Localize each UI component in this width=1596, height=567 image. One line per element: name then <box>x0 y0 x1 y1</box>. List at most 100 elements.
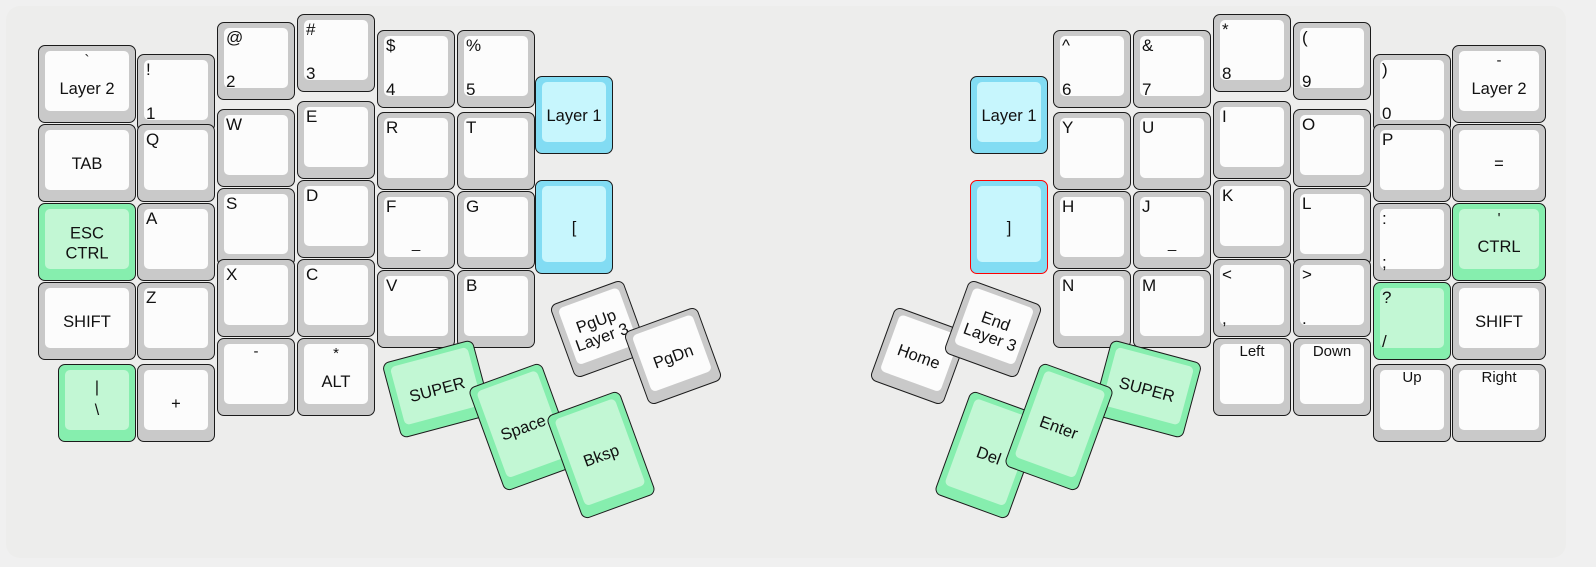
key-l-c6-r4[interactable]: B <box>457 270 535 348</box>
key-l-c4-r5[interactable]: *ALT <box>297 338 375 416</box>
key-l-c6-r2[interactable]: T <box>457 112 535 190</box>
key-r-c5-r4[interactable]: >. <box>1293 259 1371 337</box>
key-legend-primary: = <box>1494 154 1504 173</box>
key-r-c7-r4[interactable]: SHIFT <box>1452 282 1546 360</box>
key-r-c3-r1[interactable]: &7 <box>1133 30 1211 108</box>
key-legend-primary: - <box>253 343 259 360</box>
key-legend-primary: A <box>146 209 158 228</box>
keycap-surface <box>65 370 129 430</box>
key-l-c3-r5[interactable]: - <box>217 338 295 416</box>
key-r-c2-r4[interactable]: N <box>1053 270 1131 348</box>
key-legend-shifted: - <box>1496 52 1502 69</box>
key-r-c7-r3[interactable]: 'CTRL <box>1452 203 1546 281</box>
key-l-c3-r2[interactable]: W <box>217 109 295 187</box>
key-legend-primary: Z <box>146 288 157 307</box>
key-legend-primary: K <box>1222 186 1234 205</box>
keycap-surface <box>144 130 208 190</box>
key-l-c4-r2[interactable]: E <box>297 101 375 179</box>
key-l-c4-r4[interactable]: C <box>297 259 375 337</box>
keycap-surface <box>304 20 368 80</box>
key-legend-primary: Y <box>1062 118 1074 137</box>
key-l-c5-r1[interactable]: $4 <box>377 30 455 108</box>
key-l-c4-r1[interactable]: #3 <box>297 14 375 92</box>
keycap-surface <box>384 276 448 336</box>
keycap-surface <box>1140 118 1204 178</box>
key-l-c2-r1[interactable]: !1 <box>137 54 215 132</box>
keycap-surface <box>224 265 288 325</box>
key-l-c2-r3[interactable]: A <box>137 203 215 281</box>
key-l-c7-r1[interactable]: Layer 1 <box>535 76 613 154</box>
key-legend-primary: 3 <box>306 63 316 83</box>
key-legend-primary: H <box>1062 197 1075 216</box>
key-legend-primary: Layer 1 <box>981 106 1037 125</box>
key-r-c7-r2[interactable]: = <box>1452 124 1546 202</box>
key-l-c3-r4[interactable]: X <box>217 259 295 337</box>
key-r-c6-r5[interactable]: Up <box>1373 364 1451 442</box>
key-l-c2-r5[interactable]: + <box>137 364 215 442</box>
key-r-c2-r2[interactable]: Y <box>1053 112 1131 190</box>
key-r-c1-r1[interactable]: Layer 1 <box>970 76 1048 154</box>
key-r-c3-r2[interactable]: U <box>1133 112 1211 190</box>
key-r-c6-r4[interactable]: ?/ <box>1373 282 1451 360</box>
key-r-c3-r4[interactable]: M <box>1133 270 1211 348</box>
key-legend-primary: B <box>466 276 478 295</box>
homing-marker-icon: _ <box>1167 234 1177 252</box>
keycap-surface <box>144 209 208 269</box>
keycap-surface <box>1140 36 1204 96</box>
key-r-c6-r3[interactable]: :; <box>1373 203 1451 281</box>
key-r-c3-r3[interactable]: J_ <box>1133 191 1211 269</box>
keycap-surface <box>1140 276 1204 336</box>
key-r-c4-r1[interactable]: *8 <box>1213 14 1291 92</box>
key-l-c1-r4[interactable]: SHIFT <box>38 282 136 360</box>
key-l-c7-r2[interactable]: [ <box>535 180 613 274</box>
key-legend-primary: T <box>466 118 477 137</box>
key-r-c5-r3[interactable]: L <box>1293 188 1371 266</box>
key-legend-shifted: ! <box>146 60 151 79</box>
key-r-c7-r1[interactable]: -Layer 2 <box>1452 45 1546 123</box>
key-l-c2-r2[interactable]: Q <box>137 124 215 202</box>
key-legend-primary: + <box>171 394 181 413</box>
key-legend-primary: ESC CTRL <box>65 223 109 263</box>
key-legend-primary: P <box>1382 130 1394 149</box>
keycap-surface <box>304 107 368 167</box>
key-legend-shifted: # <box>306 20 316 39</box>
keycap-surface <box>45 209 129 269</box>
keycap-surface <box>45 288 129 348</box>
key-r-c5-r1[interactable]: (9 <box>1293 22 1371 100</box>
key-r-c4-r4[interactable]: <, <box>1213 259 1291 337</box>
key-r-c4-r5[interactable]: Left <box>1213 338 1291 416</box>
keycap-surface <box>542 82 606 142</box>
key-l-c6-r1[interactable]: %5 <box>457 30 535 108</box>
key-l-c4-r3[interactable]: D <box>297 180 375 258</box>
keycap-surface <box>1380 370 1444 430</box>
key-legend-shifted: $ <box>386 36 396 55</box>
key-r-c6-r2[interactable]: P <box>1373 124 1451 202</box>
key-r-c6-r1[interactable]: )0 <box>1373 54 1451 132</box>
key-r-c7-r5[interactable]: Right <box>1452 364 1546 442</box>
key-l-c1-r1[interactable]: `Layer 2 <box>38 45 136 123</box>
key-l-c5-r2[interactable]: R <box>377 112 455 190</box>
key-l-c1-r3[interactable]: ESC CTRL <box>38 203 136 281</box>
key-r-c4-r3[interactable]: K <box>1213 180 1291 258</box>
key-r-c4-r2[interactable]: I <box>1213 101 1291 179</box>
keycap-surface <box>1220 344 1284 404</box>
key-l-c5-r3[interactable]: F_ <box>377 191 455 269</box>
key-l-c1-r2[interactable]: TAB <box>38 124 136 202</box>
key-legend-primary: J <box>1142 197 1151 216</box>
keycap-surface <box>1300 194 1364 254</box>
key-l-c2-r4[interactable]: Z <box>137 282 215 360</box>
key-l-c3-r3[interactable]: S <box>217 188 295 266</box>
key-r-c5-r5[interactable]: Down <box>1293 338 1371 416</box>
keycap-surface <box>1459 209 1539 269</box>
key-r-c5-r2[interactable]: O <box>1293 109 1371 187</box>
key-r-c1-r2[interactable]: ] <box>970 180 1048 274</box>
key-l-c1-r5[interactable]: |\ <box>58 364 136 442</box>
key-r-c2-r3[interactable]: H <box>1053 191 1131 269</box>
key-l-c6-r3[interactable]: G <box>457 191 535 269</box>
key-r-c2-r1[interactable]: ^6 <box>1053 30 1131 108</box>
key-l-c5-r4[interactable]: V <box>377 270 455 348</box>
key-legend-shifted: ? <box>1382 288 1392 307</box>
key-l-c3-r1[interactable]: @2 <box>217 22 295 100</box>
keycap-surface <box>384 118 448 178</box>
key-legend-primary: 2 <box>226 71 236 91</box>
